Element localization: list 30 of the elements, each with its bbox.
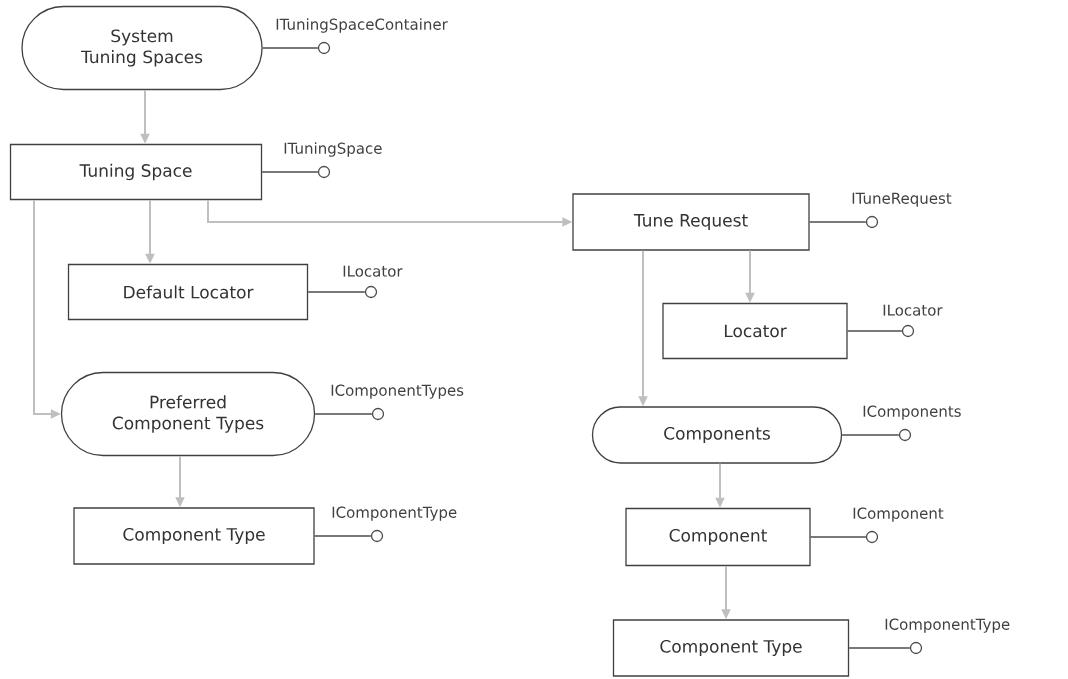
interface-line <box>314 413 373 415</box>
object-box: Default Locator <box>67 263 309 321</box>
interface-line <box>307 291 366 293</box>
interface-line <box>846 330 903 332</box>
interface-label: ITuningSpaceContainer <box>276 18 448 33</box>
interface-label: IComponentTypes <box>331 384 464 399</box>
object-box: Component <box>625 507 811 567</box>
interface-line <box>848 647 911 649</box>
interface-label: IComponentType <box>885 618 1010 633</box>
interface-line <box>809 536 867 538</box>
interface-line <box>841 434 900 436</box>
object-box: Component Type <box>73 507 315 565</box>
object-box: Component Type <box>612 619 850 677</box>
collection-box: Preferred Component Types <box>60 371 316 457</box>
interface-label: ILocator <box>343 265 403 277</box>
object-box: Locator <box>662 302 848 360</box>
interface-label: IComponents <box>863 405 961 420</box>
interface-line <box>313 535 372 537</box>
interface-line <box>261 171 319 173</box>
interface-label: IComponentType <box>332 506 457 521</box>
collection-box: Components <box>591 406 843 464</box>
object-box: Tune Request <box>572 193 810 251</box>
collection-box: System Tuning Spaces <box>21 5 263 91</box>
interface-label: ILocator <box>883 304 943 316</box>
interface-line <box>261 47 319 49</box>
interface-label: IComponent <box>853 507 944 522</box>
object-box: Tuning Space <box>9 143 263 201</box>
interface-label: ITuningSpace <box>284 142 382 157</box>
interface-label: ITuneRequest <box>852 192 952 207</box>
interface-line <box>808 221 867 223</box>
